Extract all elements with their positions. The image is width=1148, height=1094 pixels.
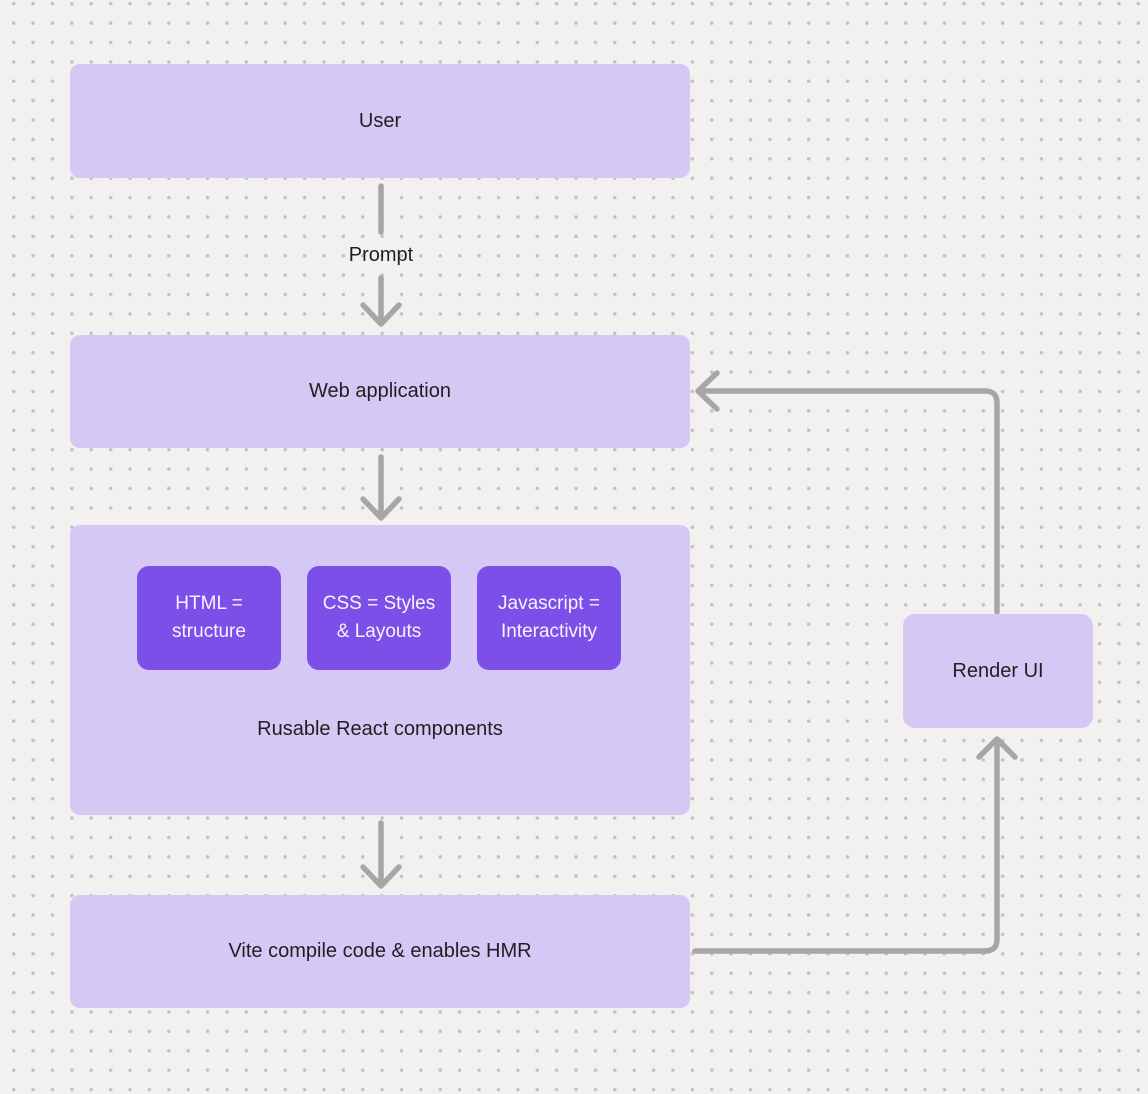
chip-css-styles: CSS = Styles & Layouts <box>307 566 451 670</box>
arrowhead-left-web <box>695 370 720 412</box>
node-user: User <box>70 64 690 178</box>
edge-vite-to-renderui-line <box>692 742 1000 954</box>
arrowhead-down-2 <box>360 496 402 521</box>
node-components-group: HTML = structure CSS = Styles & Layouts … <box>70 525 690 815</box>
node-web-application-label: Web application <box>309 380 451 402</box>
node-render-ui: Render UI <box>903 614 1093 728</box>
node-web-application: Web application <box>70 335 690 448</box>
chip-html-label: HTML = structure <box>172 592 246 643</box>
components-group-caption: Rusable React components <box>257 718 503 740</box>
chip-html-structure: HTML = structure <box>137 566 281 670</box>
chip-js-label: Javascript = Interactivity <box>498 592 600 643</box>
node-vite: Vite compile code & enables HMR <box>70 895 690 1008</box>
arrowhead-down-1 <box>360 302 402 327</box>
edge-label-prompt: Prompt <box>348 244 414 266</box>
arrowhead-up-renderui <box>976 736 1018 760</box>
node-vite-label: Vite compile code & enables HMR <box>228 940 532 962</box>
chip-css-label: CSS = Styles & Layouts <box>322 592 436 643</box>
node-user-label: User <box>358 109 402 132</box>
edge-renderui-to-web-line <box>700 388 1000 615</box>
chip-javascript-interactivity: Javascript = Interactivity <box>477 566 621 670</box>
arrowhead-down-3 <box>360 864 402 889</box>
node-render-ui-label: Render UI <box>952 659 1044 682</box>
